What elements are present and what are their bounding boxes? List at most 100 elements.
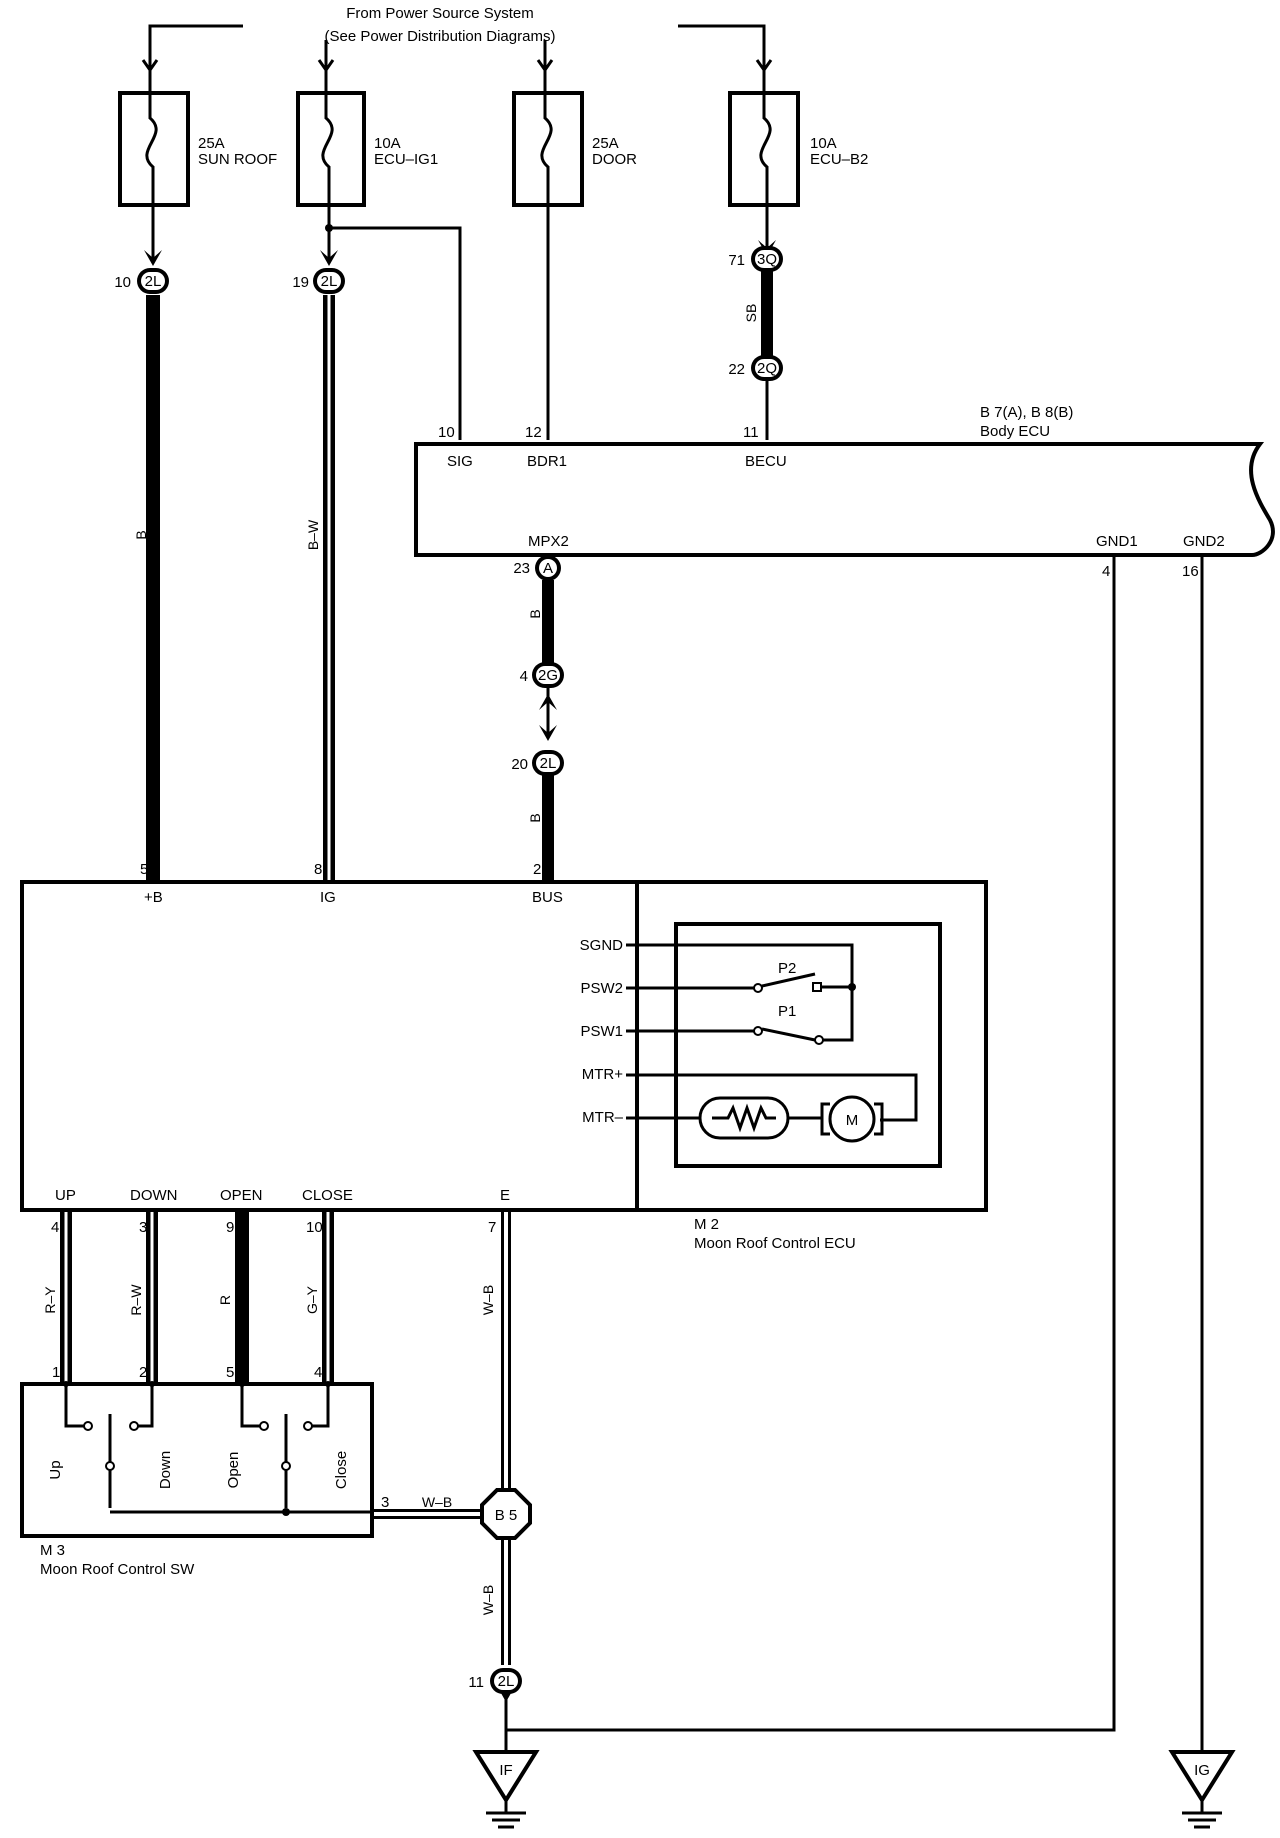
connector-2l-11: 11 2L	[468, 1668, 522, 1694]
body-ecu-name: Body ECU	[980, 423, 1050, 440]
moon-ecu-pin-b-num: 5	[140, 861, 148, 878]
moon-ecu-pin-open: OPEN	[220, 1187, 263, 1204]
header-line1: From Power Source System	[346, 5, 534, 22]
fuse-sunroof-name: SUN ROOF	[198, 151, 277, 168]
moon-sw-name: Moon Roof Control SW	[40, 1561, 195, 1578]
wire-color-ecu-b2: SB	[743, 304, 759, 323]
fuse-ecu-b2-amp: 10A	[810, 135, 837, 152]
fuse-door-name: DOOR	[592, 151, 637, 168]
connector-2g-4-pin: 4	[520, 668, 528, 685]
wire-color-ecu-ig1: B–W	[305, 519, 321, 550]
moon-ecu-pin-e-num: 7	[488, 1219, 496, 1236]
moon-roof-control-ecu: 5 +B 8 IG 2 BUS UP 4 DOWN 3 OPEN 9 CLOSE…	[20, 861, 988, 1252]
motor-symbol	[828, 1095, 876, 1143]
body-ecu-gnd2-label: GND2	[1183, 533, 1225, 550]
wires	[60, 222, 1204, 1752]
contact-up: Up	[47, 1460, 64, 1479]
connector-2l-19: 19 2L	[292, 268, 345, 294]
ground-if: IF	[472, 1750, 540, 1829]
connector-2l-20-pin: 20	[511, 756, 528, 773]
connector-3q-71-pin: 71	[728, 252, 745, 269]
contact-open: Open	[225, 1452, 242, 1489]
moon-ecu-pin-ig: IG	[320, 889, 336, 906]
connector-a-23-pin: 23	[513, 560, 530, 577]
moon-roof-control-sw: 1 2 5 4 Up Down Open Close 3 M 3 Moon Ro…	[20, 1364, 389, 1578]
wire-color-close: G–Y	[304, 1285, 320, 1314]
connector-2l-10-pin: 10	[114, 274, 131, 291]
wire-color-gnd: W–B	[480, 1585, 496, 1615]
connector-2g-4-code: 2G	[538, 667, 558, 684]
header-line2: (See Power Distribution Diagrams)	[325, 28, 556, 45]
moon-ecu-pin-down: DOWN	[130, 1187, 178, 1204]
connector-3q-71: 71 3Q	[728, 246, 783, 272]
body-ecu-pin-becu-num: 11	[743, 424, 759, 441]
moon-ecu-pin-bus-num: 2	[533, 861, 541, 878]
wire-color-sw3: W–B	[422, 1494, 452, 1510]
wire-color-mpx-upper: B	[527, 609, 543, 618]
motor-signal-mtr-minus: MTR–	[582, 1109, 623, 1126]
body-ecu-pin-bdr1: BDR1	[527, 453, 567, 470]
moon-ecu-id: M 2	[694, 1216, 719, 1233]
moon-ecu-pin-down-num: 3	[139, 1219, 147, 1236]
fuse-door-amp: 25A	[592, 135, 619, 152]
fuse-sunroof: 25A SUN ROOF	[118, 70, 277, 222]
body-ecu-gnd1-num: 4	[1102, 563, 1110, 580]
motor-signal-sgnd: SGND	[580, 937, 624, 954]
moon-sw-pin-4: 4	[314, 1364, 322, 1381]
connector-3q-71-code: 3Q	[757, 251, 777, 268]
fuse-ecu-ig1-name: ECU–IG1	[374, 151, 438, 168]
moon-ecu-pin-bus: BUS	[532, 889, 563, 906]
body-ecu: B 7(A), B 8(B) Body ECU 10 SIG 12 BDR1 1…	[414, 404, 1275, 580]
body-ecu-gnd2-num: 16	[1182, 563, 1199, 580]
body-ecu-gnd1-label: GND1	[1096, 533, 1138, 550]
wire-color-sunroof: B	[133, 530, 149, 539]
connector-2l-10: 10 2L	[114, 268, 169, 294]
moon-ecu-pin-e: E	[500, 1187, 510, 1204]
moon-ecu-pin-close: CLOSE	[302, 1187, 353, 1204]
body-ecu-pin-sig: SIG	[447, 453, 473, 470]
connector-2l-19-pin: 19	[292, 274, 309, 291]
switch-label-p1: P1	[778, 1003, 796, 1020]
body-ecu-pin-becu: BECU	[745, 453, 787, 470]
fuse-ecu-b2: 10A ECU–B2	[728, 70, 868, 222]
fuse-door: 25A DOOR	[512, 70, 637, 440]
connector-2l-11-code: 2L	[498, 1673, 515, 1690]
wire-color-e: W–B	[480, 1285, 496, 1315]
wire-color-mpx-lower: B	[527, 813, 543, 822]
motor-signal-psw2: PSW2	[580, 980, 623, 997]
connector-2q-22-pin: 22	[728, 361, 745, 378]
connector-2q-22-code: 2Q	[757, 360, 777, 377]
connector-2l-20-code: 2L	[540, 755, 557, 772]
moon-ecu-name: Moon Roof Control ECU	[694, 1235, 856, 1252]
body-ecu-pin-sig-num: 10	[438, 424, 455, 441]
ground-ig-label: IG	[1194, 1762, 1210, 1779]
moon-ecu-pin-up-num: 4	[51, 1219, 59, 1236]
ground-ig: IG	[1168, 1750, 1236, 1829]
wire-color-up: R–Y	[42, 1286, 58, 1314]
body-ecu-title: B 7(A), B 8(B)	[980, 404, 1073, 421]
junction-b5: B 5	[480, 1488, 532, 1540]
motor-letter: M	[846, 1112, 859, 1129]
moon-ecu-pin-close-num: 10	[306, 1219, 323, 1236]
fuse-ecu-ig1: 10A ECU–IG1	[296, 70, 438, 222]
connector-2l-20: 20 2L	[511, 750, 564, 776]
connector-2g-4: 4 2G	[520, 662, 564, 688]
connector-2l-10-code: 2L	[145, 273, 162, 290]
switch-label-p2: P2	[778, 960, 796, 977]
wire-color-labels: B B–W SB B B R–Y R–W R G–Y W–B W–B W–B	[42, 304, 759, 1616]
wire-color-open: R	[217, 1295, 233, 1305]
fuse-ecu-ig1-amp: 10A	[374, 135, 401, 152]
moon-sw-pin-1: 1	[52, 1364, 60, 1381]
connector-a-23: 23 A	[513, 555, 561, 581]
moon-sw-id: M 3	[40, 1542, 65, 1559]
connector-2l-19-code: 2L	[321, 273, 338, 290]
moon-sw-ground-pin: 3	[381, 1494, 389, 1511]
moon-ecu-pin-up: UP	[55, 1187, 76, 1204]
moon-ecu-pin-b: +B	[144, 889, 163, 906]
body-ecu-pin-bdr1-num: 12	[525, 424, 542, 441]
junction-b5-label: B 5	[495, 1507, 518, 1524]
ground-if-label: IF	[499, 1762, 512, 1779]
connector-a-23-code: A	[543, 560, 553, 577]
contact-close: Close	[333, 1451, 350, 1489]
